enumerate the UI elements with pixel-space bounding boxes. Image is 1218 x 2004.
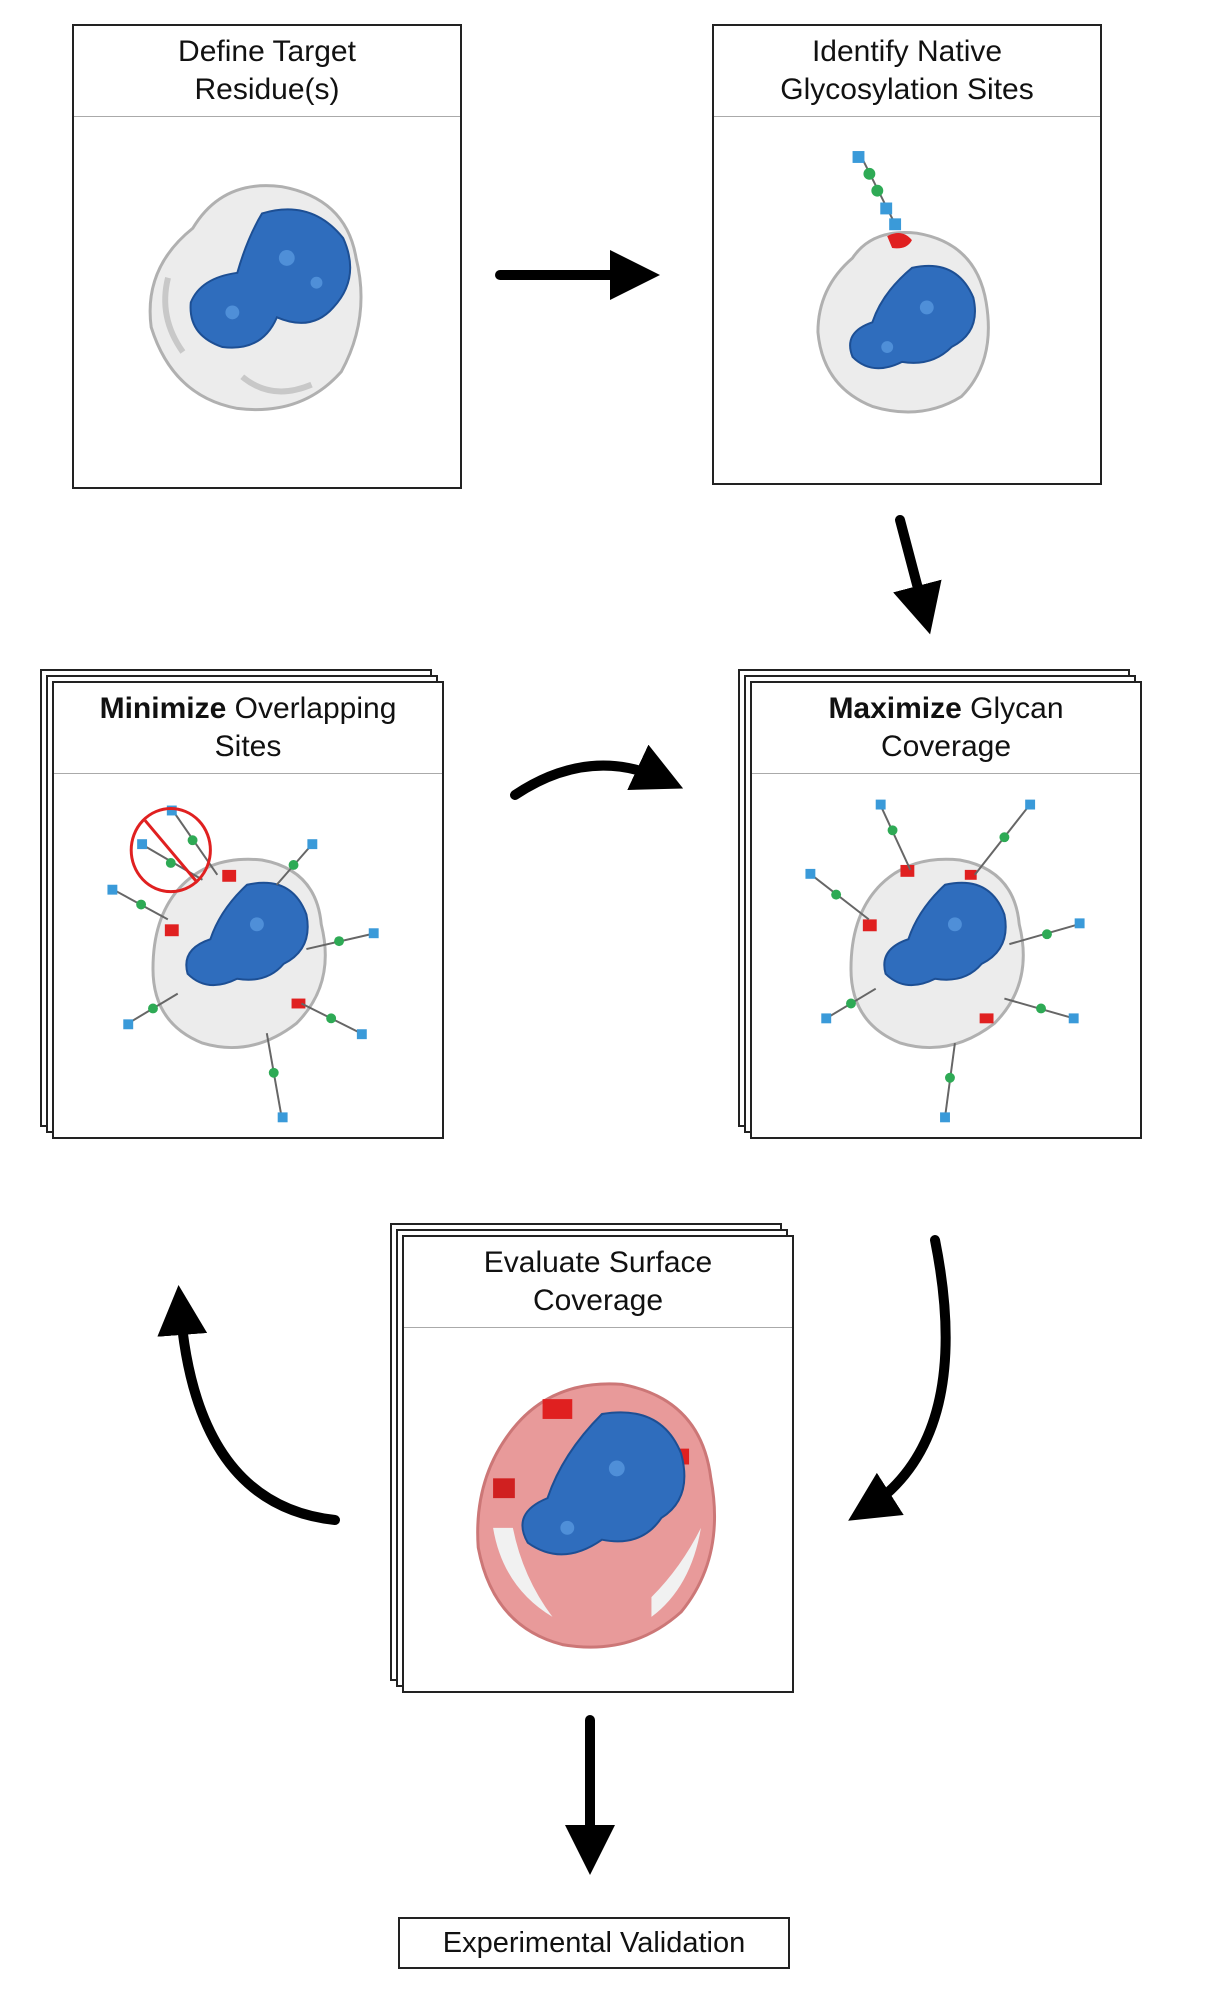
protein-surface-icon <box>404 1329 792 1691</box>
step-card-minimize-overlap: Minimize Overlapping Sites <box>52 681 444 1139</box>
step-title: Minimize Overlapping Sites <box>54 683 442 774</box>
glycan-chain-icon <box>852 151 912 243</box>
step-title-rest: Glycan Coverage <box>880 692 1064 763</box>
step-card-native-sites: Identify Native Glycosylation Sites <box>712 24 1102 485</box>
protein-surface-icon <box>74 118 460 487</box>
step-title: Identify Native Glycosylation Sites <box>714 26 1100 117</box>
step-title-text: Identify Native Glycosylation Sites <box>780 35 1034 106</box>
step-title-text: Define Target Residue(s) <box>178 35 356 106</box>
step-title-text: Minimize Overlapping Sites <box>78 690 418 766</box>
step-title-bold: Minimize <box>99 692 227 725</box>
step-title-rest: Overlapping Sites <box>214 692 397 763</box>
step-title-text: Evaluate Surface Coverage <box>483 1246 713 1317</box>
step-title-text: Maximize Glycan Coverage <box>786 690 1106 766</box>
protein-surface-icon <box>714 118 1100 483</box>
step-card-define-target: Define Target Residue(s) <box>72 24 462 489</box>
step-title-bold: Maximize <box>828 692 962 725</box>
protein-surface-icon <box>54 775 442 1137</box>
step-card-maximize-coverage: Maximize Glycan Coverage <box>750 681 1142 1139</box>
protein-surface-icon <box>752 775 1140 1137</box>
final-step-label: Experimental Validation <box>442 1926 746 1959</box>
step-title: Evaluate Surface Coverage <box>404 1237 792 1328</box>
flow-arrow-icon <box>893 515 942 635</box>
no-overlap-icon <box>129 807 212 894</box>
step-title: Define Target Residue(s) <box>74 26 460 117</box>
flow-arrow-icon <box>848 1235 951 1521</box>
step-card-evaluate-coverage: Evaluate Surface Coverage <box>402 1235 794 1693</box>
experimental-validation-box: Experimental Validation <box>398 1917 790 1969</box>
flow-arrow-icon <box>510 744 684 800</box>
flow-arrow-icon <box>157 1285 340 1525</box>
step-title: Maximize Glycan Coverage <box>752 683 1140 774</box>
